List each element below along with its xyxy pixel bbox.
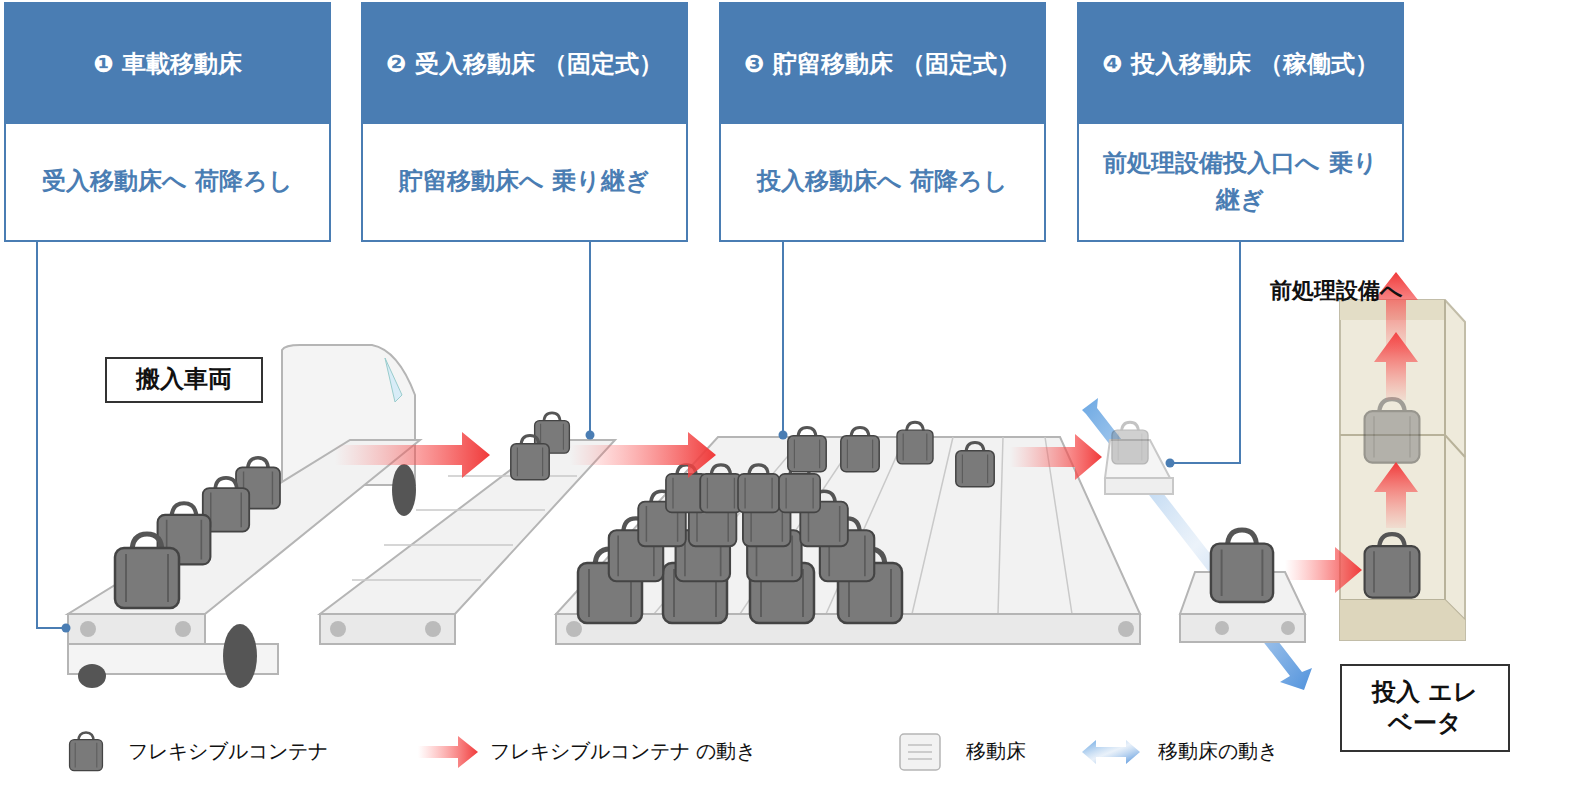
box-label: 投入 エレベータ	[1365, 677, 1485, 739]
box-label: 搬入車両	[136, 364, 232, 395]
legend-text: フレキシブルコンテナ	[128, 738, 328, 765]
step-heading: ❹ 投入移動床 （稼働式）	[1079, 4, 1402, 124]
step-body: 貯留移動床へ 乗り継ぎ	[363, 124, 686, 240]
step-box: ❸ 貯留移動床 （固定式）投入移動床へ 荷降ろし	[719, 2, 1046, 242]
legend-text: 移動床	[966, 738, 1026, 765]
label-box: 搬入車両	[105, 357, 263, 403]
step-body: 受入移動床へ 荷降ろし	[6, 124, 329, 240]
step-box: ❷ 受入移動床 （固定式）貯留移動床へ 乗り継ぎ	[361, 2, 688, 242]
step-box: ❹ 投入移動床 （稼働式）前処理設備投入口へ 乗り継ぎ	[1077, 2, 1404, 242]
step-body: 前処理設備投入口へ 乗り継ぎ	[1079, 124, 1402, 240]
step-heading: ❶ 車載移動床	[6, 4, 329, 124]
container-icon	[738, 465, 779, 513]
container-icon	[700, 465, 741, 513]
note-label: 前処理設備へ	[1270, 276, 1403, 306]
legend-text: 移動床の動き	[1158, 738, 1278, 765]
step-box: ❶ 車載移動床受入移動床へ 荷降ろし	[4, 2, 331, 242]
step-heading: ❸ 貯留移動床 （固定式）	[721, 4, 1044, 124]
step-body: 投入移動床へ 荷降ろし	[721, 124, 1044, 240]
legend-text: フレキシブルコンテナ の動き	[490, 738, 756, 765]
step-heading: ❷ 受入移動床 （固定式）	[363, 4, 686, 124]
label-box: 投入 エレベータ	[1340, 664, 1510, 752]
